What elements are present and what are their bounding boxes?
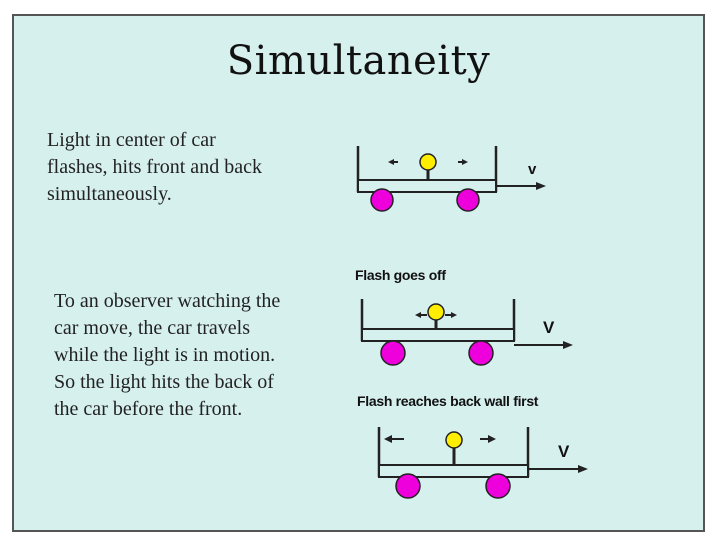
paragraph-observer: To an observer watching the car move, th… (54, 290, 281, 420)
slide: Simultaneity Light in center of car flas… (12, 14, 705, 532)
car-diagram-flash-goes-off: V (360, 299, 573, 366)
velocity-label-1: v (528, 161, 537, 178)
velocity-label-2: V (543, 318, 555, 337)
velocity-label-3: V (558, 442, 570, 461)
caption-flash-reaches-back: Flash reaches back wall first (357, 393, 539, 409)
paragraph-simultaneous-flash: Light in center of car flashes, hits fro… (47, 129, 262, 205)
car-diagram-back-wall-first: V (377, 427, 588, 499)
caption-flash-goes-off: Flash goes off (355, 267, 446, 283)
slide-title: Simultaneity (226, 38, 491, 84)
car-diagram-rest-frame: v (356, 146, 546, 212)
